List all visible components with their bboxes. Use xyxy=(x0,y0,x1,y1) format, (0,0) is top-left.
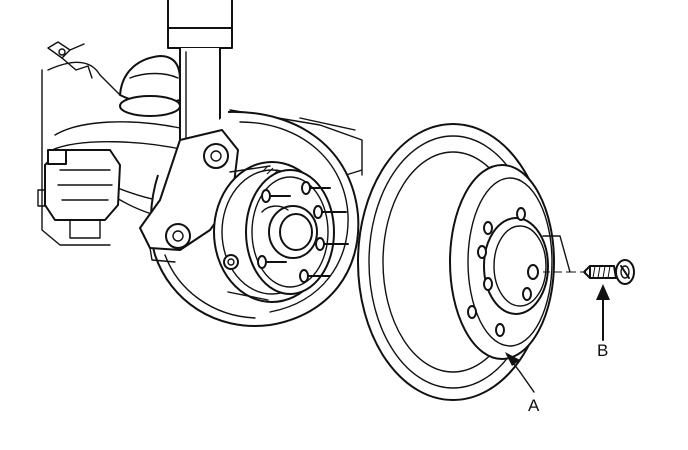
rotor-callout-label: A xyxy=(528,396,540,415)
brake-hose-fitting xyxy=(47,41,93,79)
screw-callout-label: B xyxy=(597,341,608,360)
steering-knuckle xyxy=(139,129,239,263)
rotor-stud-holes xyxy=(467,207,532,337)
brake-caliper xyxy=(37,149,121,239)
rotor-retaining-screw xyxy=(543,259,635,285)
spring-boot xyxy=(119,55,181,117)
brake-disc-rotor xyxy=(357,123,555,401)
hub-hatching xyxy=(223,165,279,270)
wheel-studs xyxy=(257,181,349,283)
screw-leader-line xyxy=(542,235,571,273)
shock-absorber xyxy=(167,0,233,146)
callout-leader-a xyxy=(505,352,535,393)
wheel-hub xyxy=(213,161,335,303)
callout-arrow-b xyxy=(596,284,610,341)
rotor-screw-hole xyxy=(527,264,539,280)
